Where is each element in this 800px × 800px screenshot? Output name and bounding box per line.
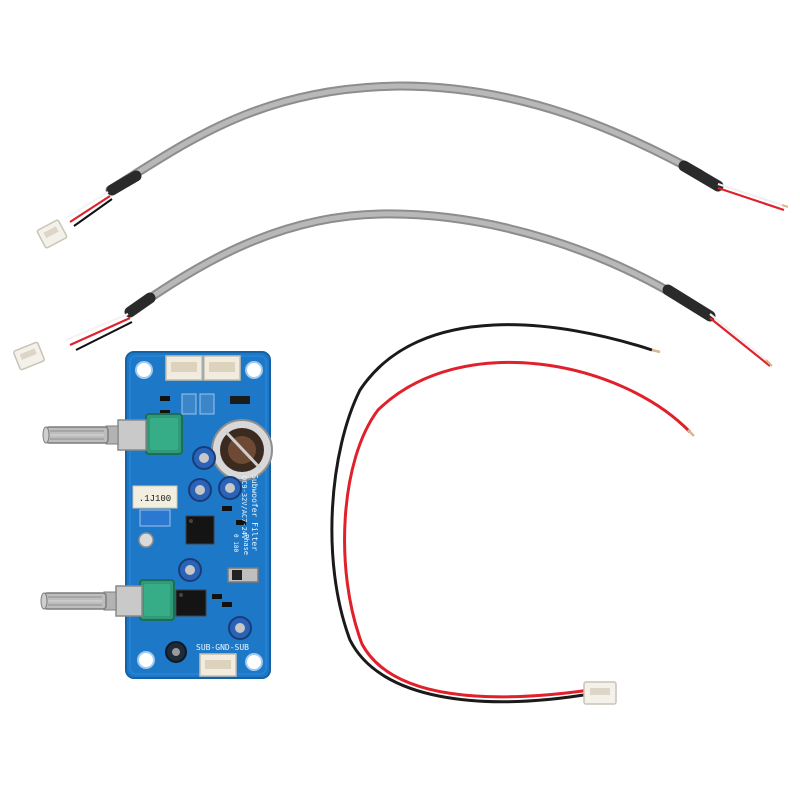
knurled-shaft[interactable] (40, 592, 107, 610)
jst-connector-power (583, 681, 617, 705)
jst-connector-top-left (36, 219, 68, 249)
electrolytic-capacitor (165, 641, 187, 663)
output-label: SUB-GND-SUB (196, 643, 249, 652)
voltage-text: DC9-32V/AC7-24V (240, 476, 248, 540)
phase-label: Phase (242, 534, 250, 555)
subwoofer-filter-board: .1J100 SUB-GND-SUB Subwoofer Filter DC9-… (40, 351, 273, 679)
capacitor-text: .1J100 (139, 494, 171, 504)
potentiometer-top[interactable] (42, 413, 183, 455)
film-capacitor: .1J100 (132, 485, 178, 509)
electrolytic-capacitor (192, 446, 216, 470)
ic-chip (175, 589, 207, 617)
output-connector (199, 653, 237, 677)
ic-chip (185, 515, 215, 545)
board-title: Subwoofer Filter (250, 474, 259, 551)
phase-switch[interactable] (227, 567, 259, 583)
knurled-shaft[interactable] (42, 426, 109, 444)
mounting-hole (245, 361, 263, 379)
electrolytic-capacitor (228, 616, 252, 640)
potentiometer-bottom[interactable] (40, 579, 175, 621)
input-connector-right (203, 355, 241, 381)
electrolytic-capacitor-large (211, 419, 273, 481)
shielded-cable-top (36, 81, 789, 249)
shielded-cable-middle (13, 209, 773, 371)
mounting-hole (245, 653, 263, 671)
power-wire-pair (330, 323, 695, 705)
electrolytic-capacitor (188, 478, 212, 502)
input-connector-left (165, 355, 203, 381)
mounting-hole (137, 651, 155, 669)
electrolytic-capacitor (178, 558, 202, 582)
jst-connector-middle-left (13, 341, 45, 371)
mounting-hole (135, 361, 153, 379)
electrolytic-capacitor (218, 476, 242, 500)
phase-values: 0 180 (232, 534, 239, 552)
